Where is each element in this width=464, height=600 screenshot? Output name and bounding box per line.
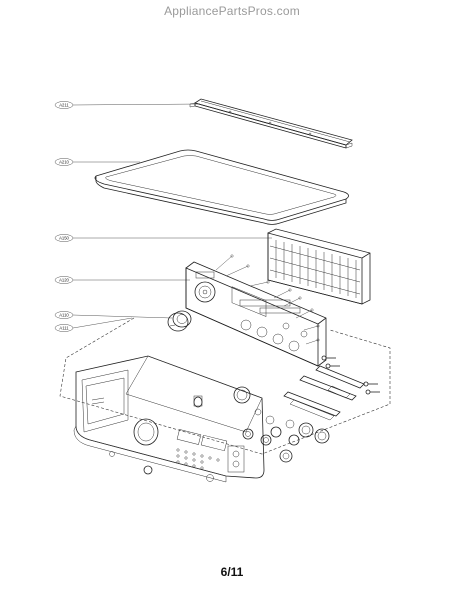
fastener-screws	[321, 355, 380, 395]
top-lid-frame	[94, 149, 349, 225]
callout-a211[interactable]: A211	[54, 101, 201, 109]
callout-a120-label: A120	[59, 278, 69, 283]
button-strip-parts	[283, 365, 365, 421]
callout-a110-label: A110	[59, 313, 69, 318]
top-rail-bracket	[189, 98, 353, 149]
control-panel-console	[73, 355, 265, 483]
rear-vent-grille	[267, 228, 371, 305]
callout-a120[interactable]: A120	[54, 276, 190, 284]
page-number: 6/11	[220, 565, 244, 579]
control-board-assembly	[185, 254, 327, 367]
button-knob-set	[193, 386, 330, 463]
callout-a110[interactable]: A110	[54, 311, 173, 319]
callout-a150[interactable]: A150	[54, 234, 272, 242]
panel-group-boundary	[59, 317, 391, 455]
callout-a111-label: A111	[59, 326, 69, 331]
callout-a150-label: A150	[59, 236, 69, 241]
control-knob	[167, 310, 192, 332]
site-watermark: AppliancePartsPros.com	[164, 4, 300, 18]
callout-a210[interactable]: A210	[54, 158, 140, 166]
callout-a210-label: A210	[59, 160, 69, 165]
callout-a111[interactable]: A111	[54, 317, 133, 332]
callout-a211-label: A211	[59, 103, 69, 108]
